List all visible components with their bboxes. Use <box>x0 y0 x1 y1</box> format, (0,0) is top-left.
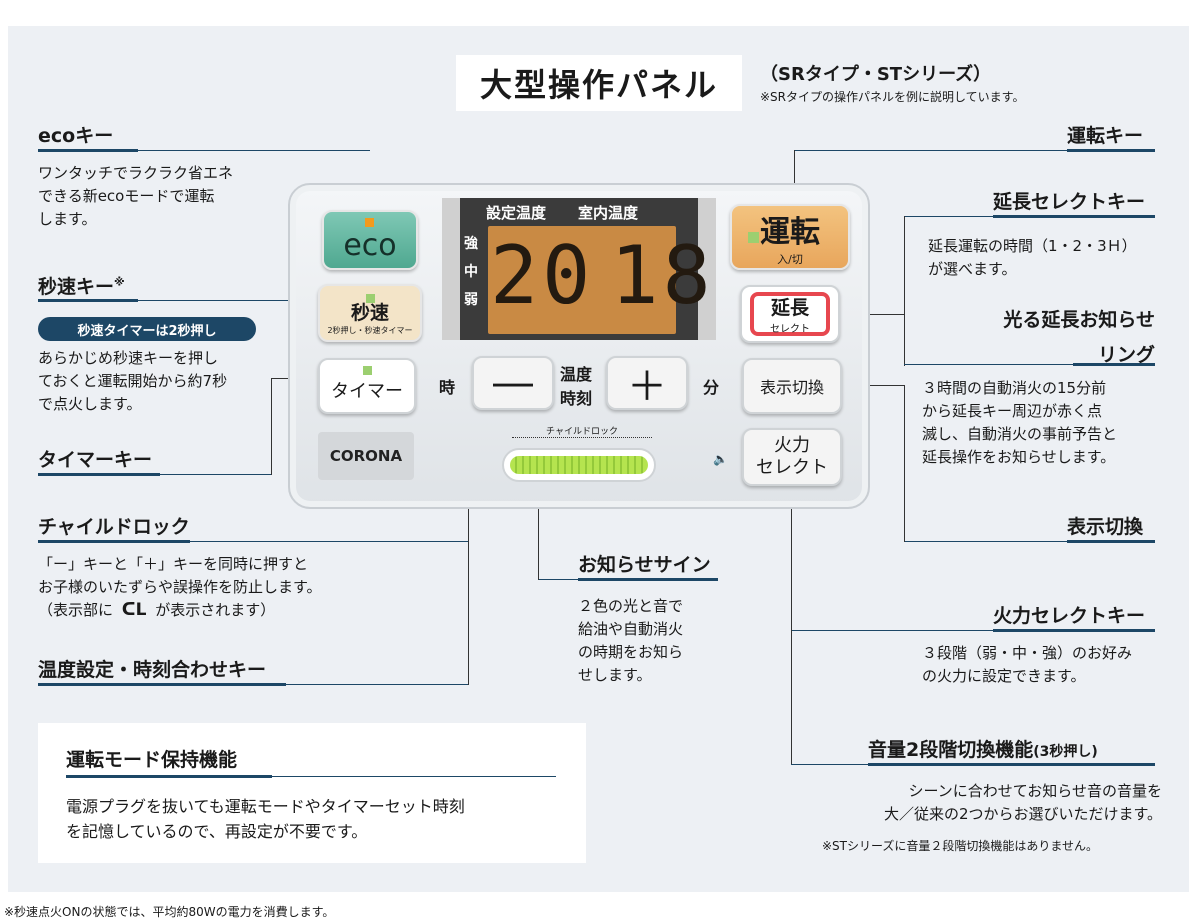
minus-button[interactable]: ― <box>472 356 554 410</box>
byosoku-timer-badge: 秒速タイマーは2秒押し <box>38 317 256 341</box>
byosoku-key-underline <box>38 299 138 302</box>
hyoji-button[interactable]: 表示切換 <box>742 358 842 414</box>
eco-led-icon <box>365 218 374 227</box>
eco-key-description: ワンタッチでラクラク省エネできる新ecoモードで運転します。 <box>38 164 234 228</box>
eco-key-underline <box>38 149 138 152</box>
timer-led-icon <box>363 366 372 375</box>
oshirase-leader <box>538 579 578 580</box>
plus-button[interactable]: ＋ <box>606 356 688 410</box>
speaker-icon: 🔈 <box>713 452 728 466</box>
oshirase-sign-bar <box>502 448 656 482</box>
unten-key-leader <box>794 150 1067 151</box>
level-weak: 弱 <box>464 292 478 308</box>
childlock-panel-label: チャイルドロック <box>512 424 652 438</box>
oshirase-leader-vertical <box>538 482 539 580</box>
timer-key-leader <box>160 474 272 475</box>
footnote: ※秒速点火ONの状態では、平均約80Wの電力を消費します。 <box>4 905 335 919</box>
mode-retention-rule <box>272 776 556 777</box>
onryo-heading: 音量2段階切換機能(3秒押し) <box>868 739 1098 761</box>
hyoji-leader-vertical <box>904 385 905 542</box>
oshirase-heading: お知らせサイン <box>578 554 711 576</box>
encho-select-description: 延長運転の時間（1・2・3Ｈ）が選べます。 <box>928 237 1137 278</box>
unten-key-underline <box>1067 149 1155 152</box>
encho-ring-icon: 延長 セレクト <box>750 292 830 336</box>
hyoji-leader <box>904 541 1067 542</box>
childlock-leader <box>190 541 468 542</box>
encho-ring-heading: 光る延長お知らせリング <box>1003 309 1155 366</box>
unten-led-icon <box>748 232 759 243</box>
room-temp-label: 室内温度 <box>578 204 639 222</box>
mode-retention-description: 電源プラグを抜いても運転モードやタイマーセット時刻を記憶しているので、再設定が不… <box>66 797 465 841</box>
cl-symbol: ᑕL <box>121 600 147 620</box>
lcd-screen <box>488 226 676 334</box>
byosoku-key-leader <box>138 300 318 301</box>
set-temp-label: 設定温度 <box>486 204 547 222</box>
karyoku-underline <box>993 629 1155 632</box>
timer-leader-vertical <box>271 378 272 475</box>
mode-retention-underline <box>66 775 272 778</box>
onryo-note: ※STシリーズに音量２段階切換機能はありません。 <box>822 839 1099 853</box>
encho-select-underline <box>993 215 1155 218</box>
karyoku-heading: 火力セレクトキー <box>993 605 1146 627</box>
unten-key-heading: 運転キー <box>1067 125 1144 147</box>
page-subtitle: （SRタイプ・STシリーズ） <box>760 64 992 85</box>
eco-key-heading: ecoキー <box>38 125 114 147</box>
oshirase-description: ２色の光と音で給油や自動消火 の時期をお知らせします。 <box>578 597 684 684</box>
onryo-description: シーンに合わせてお知らせ音の音量を大／従来の2つからお選びいただけます。 <box>883 782 1162 823</box>
oshirase-underline <box>578 578 718 581</box>
encho-ring-underline <box>1073 363 1155 366</box>
level-medium: 中 <box>464 264 478 280</box>
encho-ring-description: ３時間の自動消火の15分前から延長キー周辺が赤く点 滅し、自動消火の事前予告と延… <box>922 379 1118 466</box>
karyoku-leader <box>791 630 993 631</box>
oshirase-sign-light <box>510 456 648 474</box>
mode-retention-heading: 運転モード保持機能 <box>66 749 238 771</box>
eco-button[interactable]: eco <box>322 210 418 270</box>
encho-leader-horizontal <box>838 314 905 315</box>
byosoku-key-heading: 秒速キー※ <box>38 275 125 298</box>
eco-key-leader <box>138 150 370 151</box>
hyoji-heading: 表示切換 <box>1067 516 1144 538</box>
onryo-underline <box>868 763 1155 766</box>
karyoku-description: ３段階（弱・中・強）のお好みの火力に設定できます。 <box>922 644 1133 685</box>
encho-ring-leader <box>904 364 1073 365</box>
ondo-key-leader <box>286 684 468 685</box>
childlock-heading: チャイルドロック <box>38 516 190 538</box>
unten-leader-vertical <box>794 150 795 208</box>
ondo-key-underline <box>38 683 286 686</box>
ondo-jikoku-label: 温度時刻 <box>560 365 593 408</box>
timer-button[interactable]: タイマー <box>318 358 416 414</box>
encho-select-leader <box>905 216 993 217</box>
childlock-description: 「ー」キーと「＋」キーを同時に押すと お子様のいたずらや誤操作を防止します。 （… <box>38 555 322 620</box>
hour-label: 時 <box>439 378 456 397</box>
encho-leader-vertical <box>904 216 905 366</box>
ondo-leader-vertical <box>468 410 469 685</box>
set-temp-value: 20 <box>490 229 595 322</box>
ondo-key-heading: 温度設定・時刻合わせキー <box>38 659 267 681</box>
timer-key-heading: タイマーキー <box>38 449 153 471</box>
hyoji-underline <box>1067 540 1155 543</box>
minute-label: 分 <box>703 378 720 397</box>
page-title: 大型操作パネル <box>456 55 742 111</box>
encho-button[interactable]: 延長 セレクト <box>740 285 840 343</box>
level-strong: 強 <box>464 236 478 252</box>
onryo-leader <box>791 764 868 765</box>
childlock-underline <box>38 540 190 543</box>
encho-select-heading: 延長セレクトキー <box>993 191 1146 213</box>
corona-logo: CORONA <box>318 432 414 480</box>
page-note: ※SRタイプの操作パネルを例に説明しています。 <box>760 90 1025 104</box>
timer-key-underline <box>38 473 160 476</box>
karyoku-leader-vertical <box>791 484 792 765</box>
byosoku-led-icon <box>366 294 375 303</box>
karyoku-button[interactable]: 火力 セレクト <box>742 428 842 486</box>
byosoku-key-description: あらかじめ秒速キーを押しておくと運転開始から約7秒で点火します。 <box>38 349 228 413</box>
room-temp-value: 18 <box>610 229 715 322</box>
mode-retention-box <box>38 723 586 863</box>
byosoku-button[interactable]: 秒速 2秒押し・秒速タイマー <box>318 284 422 342</box>
